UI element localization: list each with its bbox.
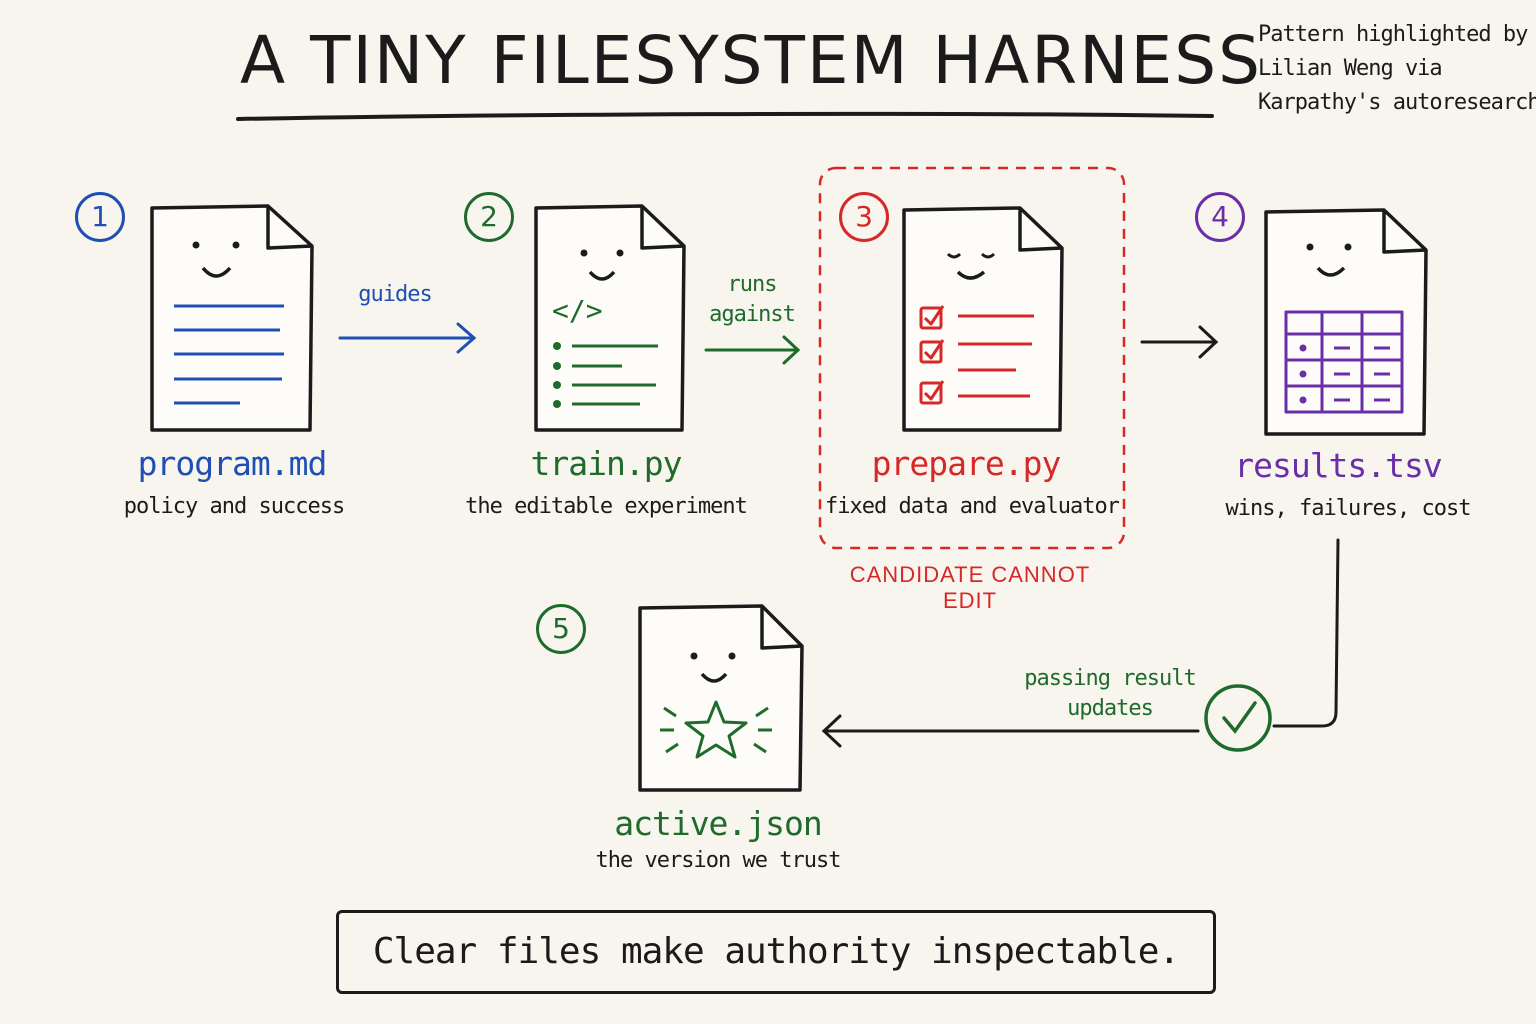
node-results-tsv-description: wins, failures, cost: [1225, 496, 1472, 521]
protected-note: CANDIDATE CANNOT EDIT: [849, 562, 1091, 613]
node-active-json-name: active.json: [614, 804, 823, 843]
title-underline: [236, 111, 1214, 121]
edge-guides-label: guides: [358, 282, 432, 307]
edge-label-line: against: [709, 302, 796, 327]
step-number-3: 3: [839, 192, 889, 242]
node-prepare-py-name: prepare.py: [871, 444, 1062, 483]
node-train-py-name: train.py: [530, 444, 683, 483]
attribution-line: Karpathy's autoresearch: [1258, 90, 1536, 115]
edge-label-line: passing result: [1024, 666, 1196, 691]
node-prepare-py-description: fixed data and evaluator: [825, 494, 1120, 519]
step-number-2: 2: [464, 192, 514, 242]
node-train-py-description: the editable experiment: [465, 494, 748, 519]
check-circle-icon: [1204, 684, 1272, 752]
node-results-tsv-name: results.tsv: [1234, 446, 1443, 485]
edge-runs-against-arrow: [704, 335, 801, 365]
diagram-title: A TINY FILESYSTEM HARNESS: [240, 22, 1263, 99]
step-number-1: 1: [75, 192, 125, 242]
attribution: Pattern highlighted by Lilian Weng via K…: [1258, 18, 1536, 120]
edge-passing-result-label: passing result updates: [1010, 664, 1210, 724]
node-program-md-document: [150, 204, 314, 432]
step-number-4: 4: [1195, 192, 1245, 242]
edge-guides-arrow: [338, 322, 477, 354]
node-active-json-document: [638, 604, 804, 792]
edge-passing-result-connector: [821, 538, 1340, 748]
node-prepare-py-document: [902, 206, 1064, 432]
edge-results-arrow: [1140, 325, 1219, 359]
footer-callout: Clear files make authority inspectable.: [336, 910, 1216, 994]
code-glyph: </>: [552, 294, 603, 327]
edge-label-line: updates: [1067, 696, 1154, 721]
node-results-tsv-document: [1264, 208, 1428, 436]
node-active-json-description: the version we trust: [595, 848, 842, 873]
edge-label-line: runs: [727, 272, 778, 297]
node-program-md-name: program.md: [137, 444, 328, 483]
node-train-py-document: </>: [534, 204, 686, 432]
protected-region-box: [818, 166, 1126, 550]
step-number-5: 5: [536, 604, 586, 654]
attribution-line: Pattern highlighted by: [1258, 22, 1528, 47]
node-program-md-description: policy and success: [123, 494, 345, 519]
edge-runs-against-label: runs against: [694, 270, 810, 330]
attribution-line: Lilian Weng via: [1258, 56, 1443, 81]
